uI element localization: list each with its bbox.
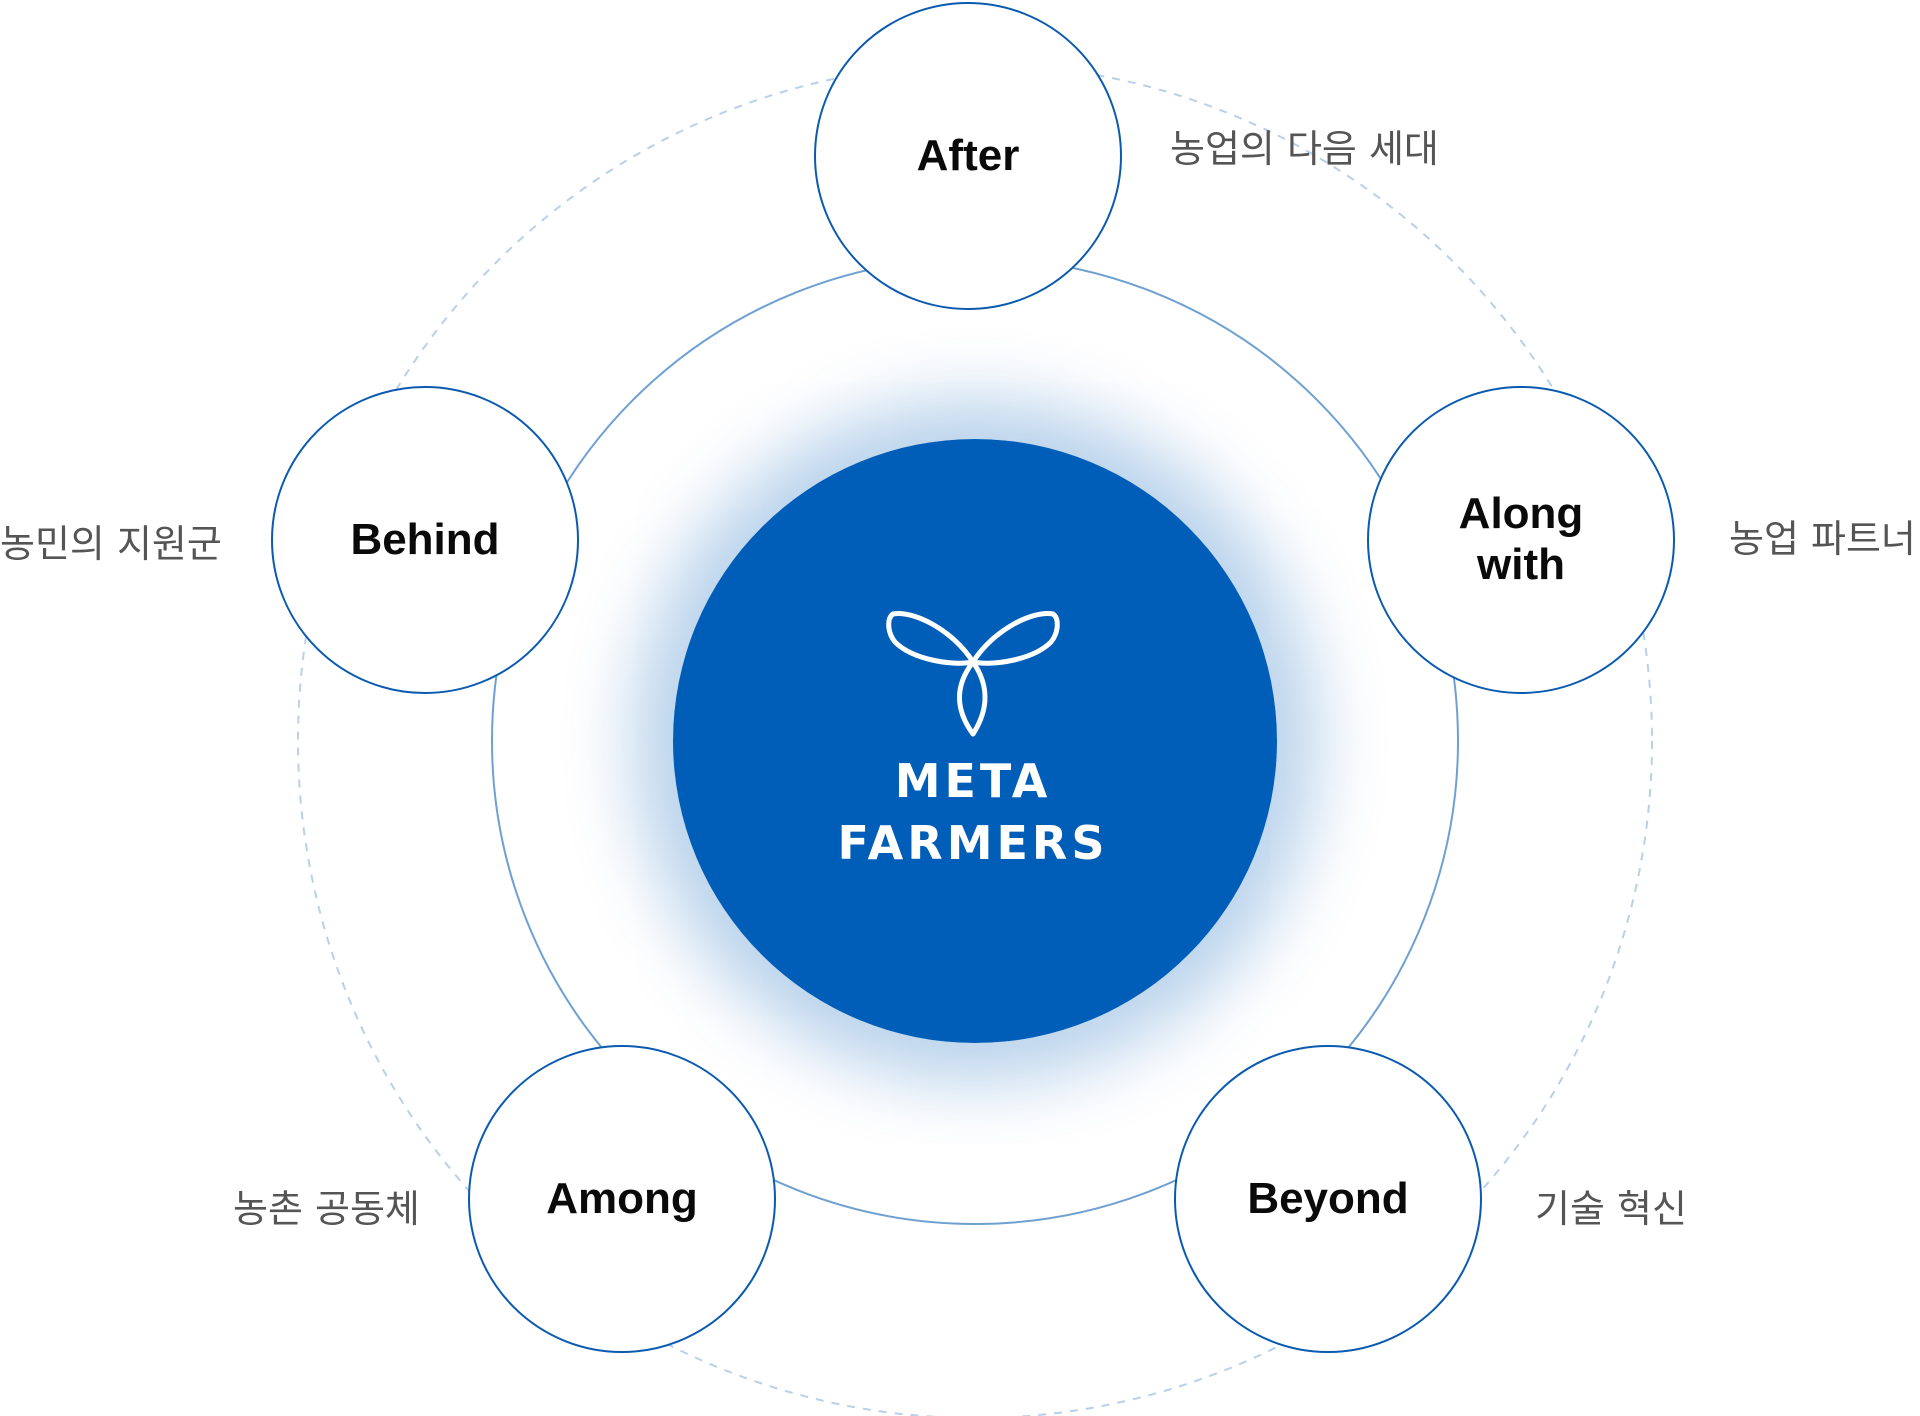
brand-name-line2: FARMERS (837, 816, 1109, 870)
node-after: After (814, 2, 1122, 310)
sprout-logo-icon (886, 611, 1060, 737)
node-beyond: Beyond (1174, 1045, 1482, 1353)
node-label: Along with (1458, 489, 1584, 589)
node-description-among: 농촌 공동체 (233, 1187, 420, 1231)
node-description-along-with: 농업 파트너 (1729, 517, 1916, 561)
node-description-beyond: 기술 혁신 (1535, 1187, 1687, 1231)
node-label: After (916, 130, 1020, 180)
center-hub (673, 439, 1277, 1043)
node-among: Among (468, 1045, 776, 1353)
node-label: Among (546, 1173, 698, 1223)
node-description-behind: 농민의 지원군 (0, 522, 222, 566)
node-label: Behind (350, 514, 500, 564)
node-behind: Behind (271, 386, 579, 694)
node-label: Beyond (1247, 1173, 1409, 1223)
node-description-after: 농업의 다음 세대 (1170, 127, 1439, 171)
node-along-with: Along with (1367, 386, 1675, 694)
brand-name-line1: META (894, 754, 1052, 808)
center-hub-disc (673, 439, 1277, 1043)
